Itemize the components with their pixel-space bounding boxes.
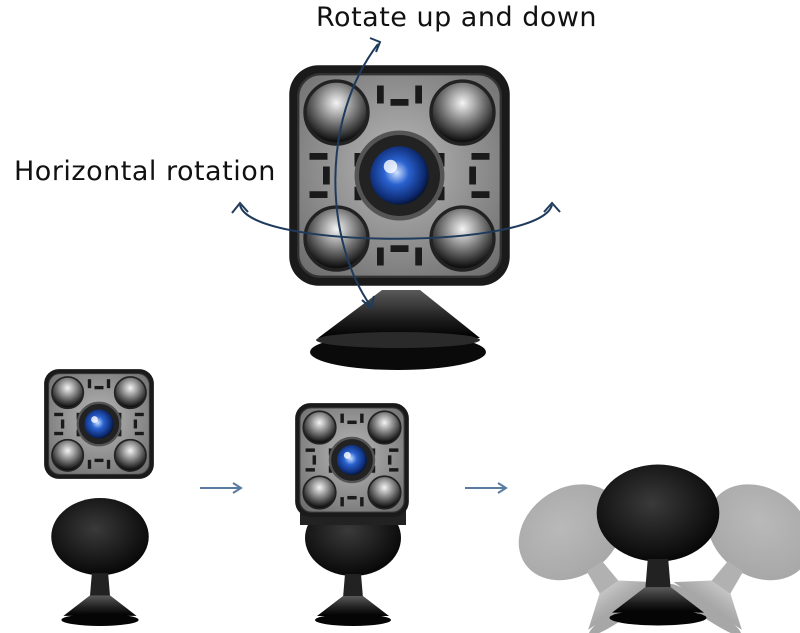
rotate-up-down-label: Rotate up and down [316,2,598,33]
main-camera [289,65,510,370]
step-arrow-icon [200,482,243,494]
step-1-detached [42,368,156,626]
horizontal-rotation-label: Horizontal rotation [14,156,276,187]
step-3-mount-rotation [500,464,800,633]
step-2-attached [294,402,410,626]
rotation-arrows [231,37,561,310]
step-arrow-icon [465,482,508,494]
